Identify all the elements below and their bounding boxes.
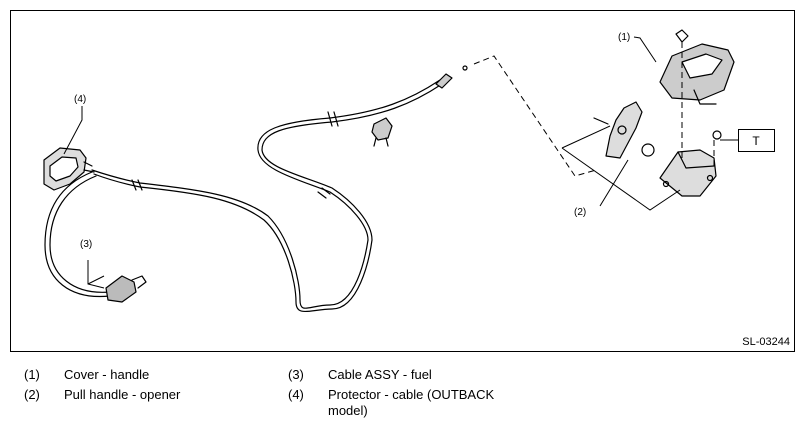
torque-box	[738, 129, 775, 152]
fuel-cable-line	[91, 79, 441, 309]
protector-cable-part	[43, 147, 95, 191]
callout-2: (2)	[574, 207, 586, 218]
legend-label: Pull handle - opener	[64, 387, 181, 402]
legend-label-continued: model)	[328, 403, 368, 418]
callout-1: (1)	[618, 32, 630, 43]
torque-label: T	[752, 134, 760, 148]
cover-handle-part	[659, 29, 735, 105]
legend-item-4-continued: model)	[328, 403, 368, 419]
callout-4: (4)	[74, 94, 86, 105]
cable-clip	[371, 117, 393, 147]
legend-number: (3)	[288, 367, 304, 382]
legend-number: (2)	[24, 387, 40, 402]
figure-code: SL-03244	[742, 336, 790, 348]
opener-bracket	[659, 149, 717, 197]
legend-label: Cable ASSY - fuel	[328, 367, 432, 382]
pull-handle-opener	[593, 101, 655, 159]
legend-label: Protector - cable (OUTBACK	[328, 387, 495, 402]
legend-label: Cover - handle	[64, 367, 150, 382]
fuel-cable-handle	[105, 275, 147, 303]
callout-3: (3)	[80, 239, 92, 250]
diagram-frame	[10, 10, 795, 352]
legend-number: (1)	[24, 367, 40, 382]
legend-number: (4)	[288, 387, 304, 402]
